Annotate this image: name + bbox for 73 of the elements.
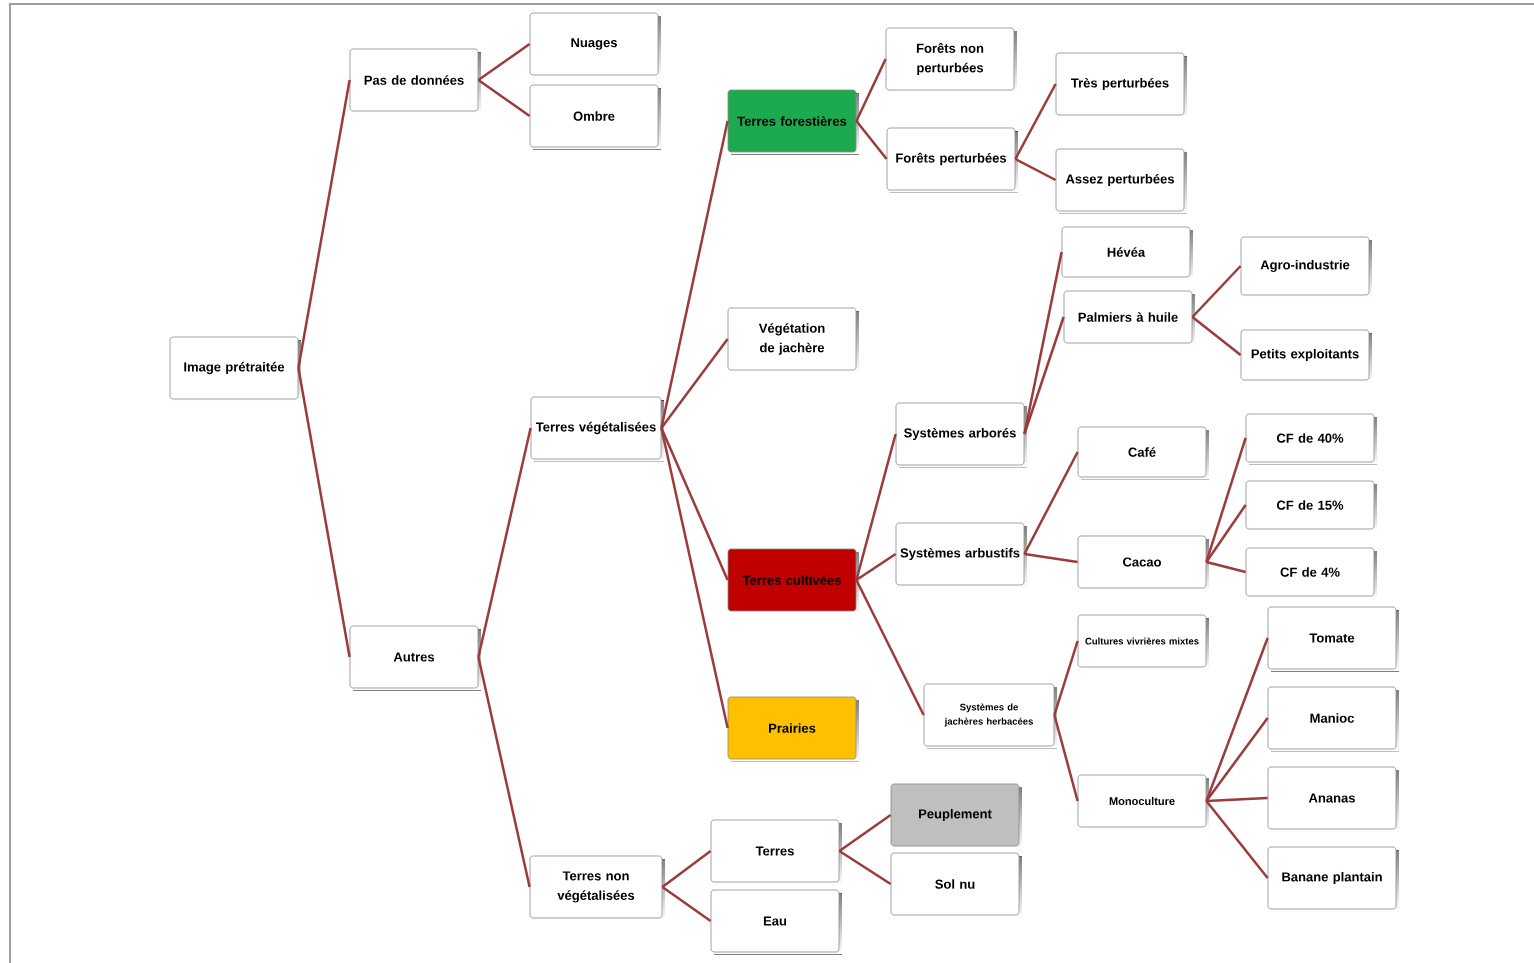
connector-line xyxy=(1191,265,1242,318)
connector-line xyxy=(855,579,925,716)
connector-line xyxy=(660,338,729,429)
category-box: Terres non végétalisées xyxy=(529,855,665,921)
connector-line xyxy=(1024,552,1078,564)
connector-line xyxy=(297,367,351,658)
category-box: Sol nu xyxy=(890,852,1022,918)
connector-line xyxy=(477,656,531,888)
category-box: Systèmes de jachères herbacées xyxy=(923,683,1057,749)
connector-line xyxy=(1023,316,1065,435)
connector-line xyxy=(855,120,888,160)
connector-line xyxy=(1191,316,1242,356)
category-box: CF de 15% xyxy=(1245,480,1377,532)
category-box: Banane plantain xyxy=(1267,846,1399,912)
category-box: Très perturbées xyxy=(1055,52,1187,118)
connector-line xyxy=(1023,451,1079,555)
category-box: Palmiers à huile xyxy=(1063,290,1195,346)
category-box: Terres forestières xyxy=(727,89,859,155)
category-box: Manioc xyxy=(1267,686,1399,752)
category-box: Cultures vivrières mixtes xyxy=(1077,614,1209,670)
connector-line xyxy=(660,120,729,429)
category-box: Cacao xyxy=(1077,535,1209,591)
category-box: Petits exploitants xyxy=(1240,329,1372,383)
category-box: Ananas xyxy=(1267,766,1399,832)
connector-line xyxy=(297,79,351,369)
category-box: Image prétraitée xyxy=(169,336,301,402)
connector-line xyxy=(1023,251,1063,435)
connector-line xyxy=(855,552,897,582)
connector-line xyxy=(660,427,729,729)
connector-line xyxy=(661,850,712,888)
category-box: Végétation de jachère xyxy=(727,307,859,373)
category-box: Agro-industrie xyxy=(1240,236,1372,298)
category-box: CF de 4% xyxy=(1245,547,1377,599)
category-box: Monoculture xyxy=(1077,774,1209,830)
connector-line xyxy=(1053,714,1079,802)
connector-line xyxy=(838,849,892,886)
category-box: Prairies xyxy=(727,696,859,762)
category-box: Pas de données xyxy=(349,48,481,114)
category-box: Peuplement xyxy=(890,783,1022,849)
category-box: Terres végétalisées xyxy=(530,396,664,462)
category-box: Systèmes arbustifs xyxy=(895,522,1027,588)
connector-line xyxy=(1014,83,1057,160)
category-box: Ombre xyxy=(529,84,661,150)
connector-line xyxy=(838,813,892,853)
connector-line xyxy=(1206,796,1268,803)
category-box: Terres xyxy=(710,819,842,885)
connector-line xyxy=(855,433,897,581)
category-box: Hévéa xyxy=(1061,226,1193,280)
connector-line xyxy=(1205,504,1247,563)
connector-line xyxy=(477,42,531,82)
category-box: Systèmes arborés xyxy=(895,402,1027,468)
category-box: Café xyxy=(1077,426,1209,480)
connector-line xyxy=(477,78,531,118)
connector-line xyxy=(1205,637,1269,802)
connector-line xyxy=(1014,157,1057,182)
category-box: Terres cultivées xyxy=(727,548,859,614)
connector-line xyxy=(1205,717,1269,802)
connector-line xyxy=(1205,437,1247,563)
connector-line xyxy=(1053,640,1079,716)
connector-line xyxy=(661,885,712,923)
category-box: Forêts perturbées xyxy=(886,127,1018,193)
category-box: Autres xyxy=(349,625,481,691)
connector-line xyxy=(660,427,729,581)
connector-line xyxy=(477,427,532,658)
connector-line xyxy=(1206,560,1246,574)
category-box: Assez perturbées xyxy=(1055,148,1187,214)
connector-line xyxy=(1205,800,1269,879)
category-box: Forêts non perturbées xyxy=(885,27,1017,93)
category-box: Tomate xyxy=(1267,606,1399,672)
category-box: CF de 40% xyxy=(1245,413,1377,465)
category-box: Nuages xyxy=(529,12,661,78)
category-box: Eau xyxy=(710,889,842,955)
connector-line xyxy=(855,58,887,122)
